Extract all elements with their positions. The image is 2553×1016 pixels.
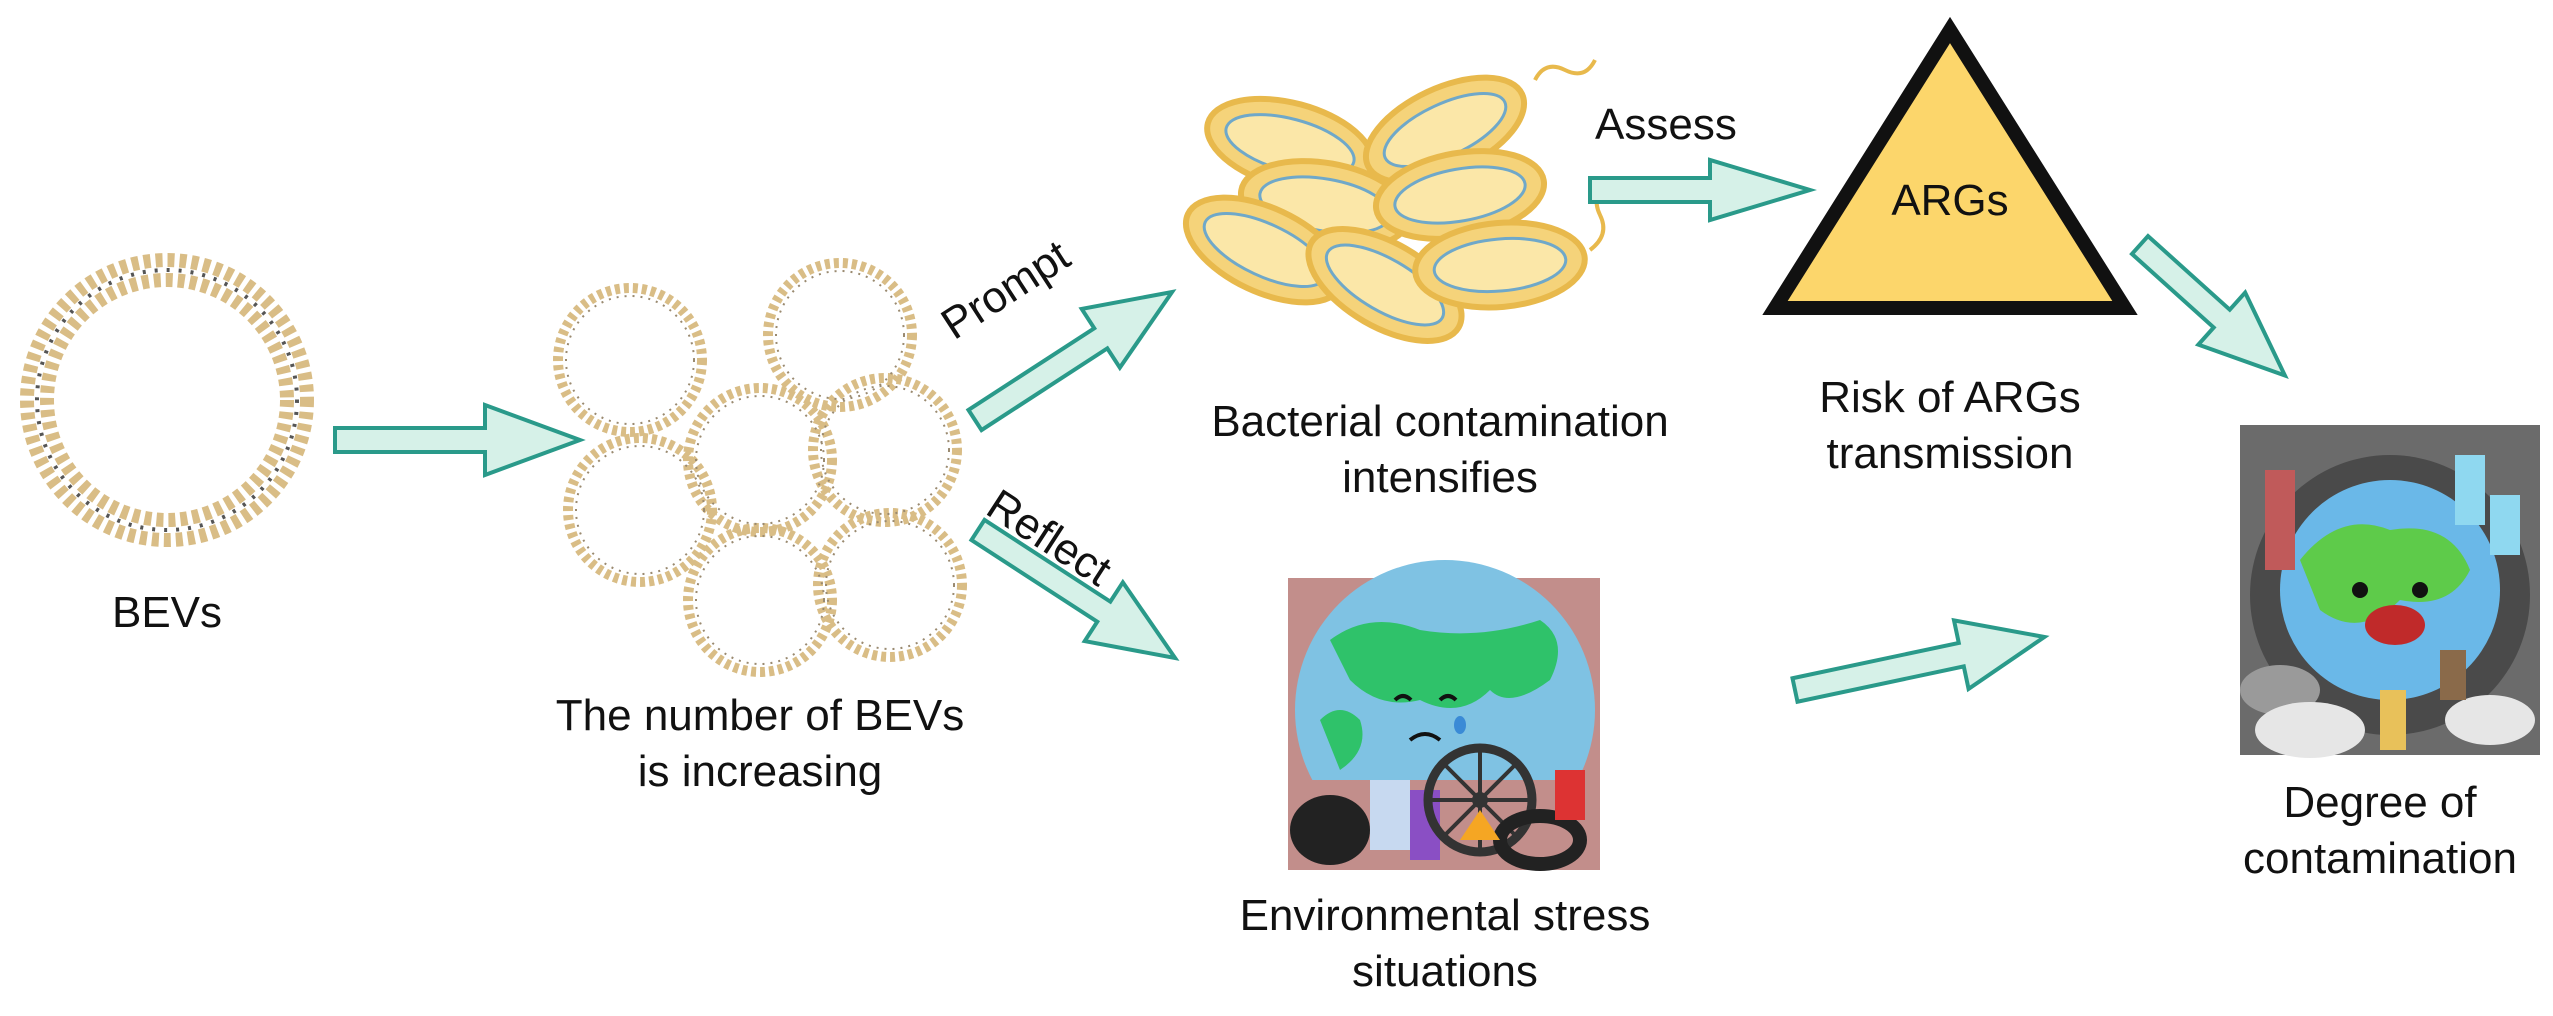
env-line-1: Environmental stress <box>1239 891 1651 940</box>
number-of-bevs-line-2: is increasing <box>637 747 883 796</box>
bev-cluster-inner <box>565 270 955 665</box>
risk-of-args-label: Risk of ARGs transmission <box>1760 370 2140 482</box>
arrow-risk-to-degree <box>2129 233 2289 379</box>
arrow-reflect <box>968 517 1180 661</box>
degree-line-2: contamination <box>2243 834 2517 883</box>
environmental-stress-image <box>1288 560 1600 871</box>
risk-line-1: Risk of ARGs <box>1819 373 2081 422</box>
bev-cluster-icon <box>553 258 967 677</box>
arrow-assess <box>1588 157 1817 223</box>
degree-line-1: Degree of <box>2283 778 2477 827</box>
single-bev-icon <box>20 253 314 547</box>
number-of-bevs-line-1: The number of BEVs <box>555 691 965 740</box>
environmental-stress-label: Environmental stress situations <box>1180 888 1710 1000</box>
arrow-bev-to-cluster <box>333 402 586 478</box>
number-of-bevs-label: The number of BEVs is increasing <box>480 688 1040 800</box>
bevs-label: BEVs <box>111 588 223 637</box>
arrow-prompt <box>965 289 1177 433</box>
assess-arrow-label: Assess <box>1595 100 1737 149</box>
bacteria-icon <box>1182 59 1612 344</box>
arrow-env-to-degree <box>1790 617 2050 705</box>
degree-of-contamination-label: Degree of contamination <box>2210 775 2550 887</box>
bacterial-line-2: intensifies <box>1342 453 1538 502</box>
bacterial-line-1: Bacterial contamination <box>1211 397 1669 446</box>
env-line-2: situations <box>1352 947 1538 996</box>
args-triangle-label: ARGs <box>1891 176 2008 225</box>
args-triangle-icon <box>1762 16 2138 315</box>
polluted-earth-image <box>2240 425 2540 758</box>
bacterial-contamination-label: Bacterial contamination intensifies <box>1160 394 1720 506</box>
risk-line-2: transmission <box>1826 429 2074 478</box>
